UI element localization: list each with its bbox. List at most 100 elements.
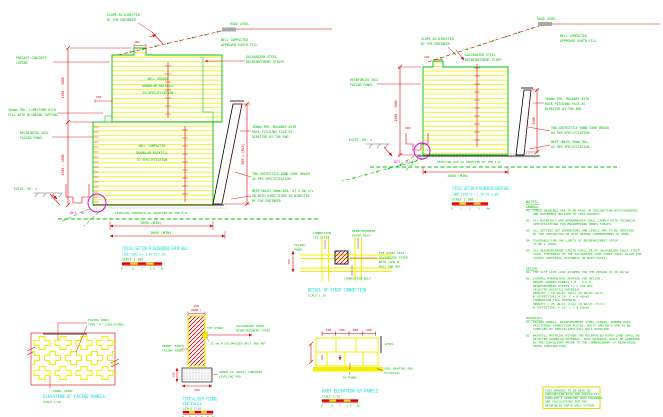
cruciform-panel [54,365,72,381]
facing-outer-dashed [221,103,243,205]
dim-line [321,331,376,336]
panel-label: REINFORCED SOIL [350,78,379,82]
slope-dot [505,35,507,38]
note-line: TOTAL THICKNESS OF THE GALVANIZED ZINC S… [533,252,642,256]
detail-callout-circle [87,193,107,213]
dim-extensions [398,66,421,156]
detail-title: DETAIL OF STRIP CONNECTION [308,288,366,293]
masonry-facing [515,89,532,156]
notes-heading: NOTES: [526,200,539,204]
scale-bar-tick-label: .6 [199,415,203,417]
base-strip [313,367,383,372]
left-dim-line [65,45,71,208]
warning-box-border [542,386,601,409]
upper-height-dim: 1500 - 3000 [61,77,65,98]
slope-dot [518,31,520,34]
panel-type-label: TYPE 'A' (CRUCIFORM) [88,323,124,327]
slope-note: BY THE ENGINEER [421,42,450,46]
upper-tier-outline [111,47,223,123]
cruciform-panel [75,335,93,351]
note-line: 03. [526,229,532,233]
scale-bar-segment [451,202,460,205]
warning-line: CONJUNCTION WITH THE SPECIALIST [545,392,599,396]
scale-bar-tick-label: .5 [130,266,134,270]
leveling-strip [95,205,227,211]
tie-strip-label: GALVANIZED FIXED [379,256,408,260]
masonry-label: DIRECTED BY THE ENG. [545,107,583,111]
scale-bar-segment [137,262,147,265]
note-line: ALL REINFORCEMENT STRIPS SHALL BE OF GAL… [533,249,642,253]
note-line: ALL SETTING OUT DIMENSIONS AND LEVELS AR… [533,229,634,233]
strip-label: GALVANIZED STEEL [236,324,265,328]
slope-dot [166,42,169,45]
ground-hatch-ticks [368,143,389,149]
geotextile-label: TWO GEOTEXTILE BOND CORE DRAIN [551,126,609,130]
slope-dot [179,39,182,42]
slope-dot [411,161,414,164]
limestone-label: 300mm THK. LIMESTONE RICH [8,108,56,112]
road-level-marker [538,22,552,26]
note-line: THE SITE LIVE LOAD ASSUMED FOR THE DESIG… [533,270,631,274]
cruciform-panel [33,365,51,381]
slope-dot [440,56,442,59]
slope-dot [479,44,481,47]
slope-dot [531,27,533,30]
detail-leader-dashed [395,155,419,173]
note-line: DENSITY = 18 kN/m3 (max) 19 kN/m3 (min) [533,291,604,295]
scale-bar-tick-label: 2 [469,206,471,210]
warning-line: THIS DRAWING TO BE READ IN [545,389,591,393]
slope-dot [204,33,207,36]
slope-dot [216,30,219,33]
road-level-label: ROAD LEVEL [537,17,556,21]
cruciform-panel [96,365,114,381]
lower-fill-label: WELL COMPACTED [139,144,166,148]
scale-bar-segment [182,410,190,414]
masonry-label: ROCK PITCHING FACE AS [252,130,292,134]
note-line: MATERIALS [526,316,542,320]
detail-callout-label: DET. 'A' [394,160,410,164]
scale-label: SCALE 1:50 [43,400,61,404]
cruciform-panel [96,335,114,351]
reinforced-zone-boundary [202,57,214,122]
note-line: DESIGN [526,267,537,271]
offset-dim-bracket [94,99,113,103]
slope-arrow [383,146,393,157]
note-line: AND DOCUMENTS RELATED TO THIS PROJECT. [533,212,602,216]
scale-bar-tick-label: 1 [460,206,462,210]
ground-hatch-ticks [34,192,63,198]
scale-label: SCALE 1:10 [308,294,326,298]
footing-width-dim: 450 [194,388,200,392]
tie-label: TIE STRIP [313,236,329,240]
dim-text: 150 [287,259,291,265]
bolt-label: CONNECTION BOLT [344,277,371,281]
note-line: 01. [526,320,532,324]
facing-outer-dashed [523,89,532,156]
toe-key [405,133,429,151]
slope-dot [387,167,390,170]
detail-title: ELEVATION OF FACING PANELS [43,394,105,399]
geotextile-label: AS PER SPECIFICATION [252,177,290,181]
scale-bar-tick-label: 2m [160,266,164,270]
break-marks [26,346,120,368]
strip-label: REINFORCEMENT STRIP [236,329,271,333]
scale-bar-tick-label: 0 [321,403,323,407]
section-title: TYPICAL SECTION OF REINFORCED EARTH WALL [452,186,510,191]
scale-bar-segment [145,262,155,265]
dim-extensions [109,221,214,230]
lower-height-dim: 1500 - 2000 [61,154,65,175]
strip-note: REINFORCEMENT STRIP [465,58,502,62]
strip-label: REINFORCEMENT [352,229,376,233]
label-leader [230,195,252,200]
label-leader [376,368,384,371]
tie-strap-label: TIE STRAP [207,326,223,330]
slope-dot [129,51,132,54]
note-line: SELECTED GRANULAR MATERIAL. THIS MATERIA… [533,337,640,341]
level-label: LEVEL [385,342,394,346]
tie-strip-label: TIE STRIP 50×4 [379,251,404,255]
scale-label: SCALE 1:100 [122,258,143,262]
bolt-plate [202,332,208,338]
note-line: 04. [526,239,532,243]
note-line: TOLERANCE FOR THE LIMITS OF REINFORCEMEN… [533,239,618,243]
